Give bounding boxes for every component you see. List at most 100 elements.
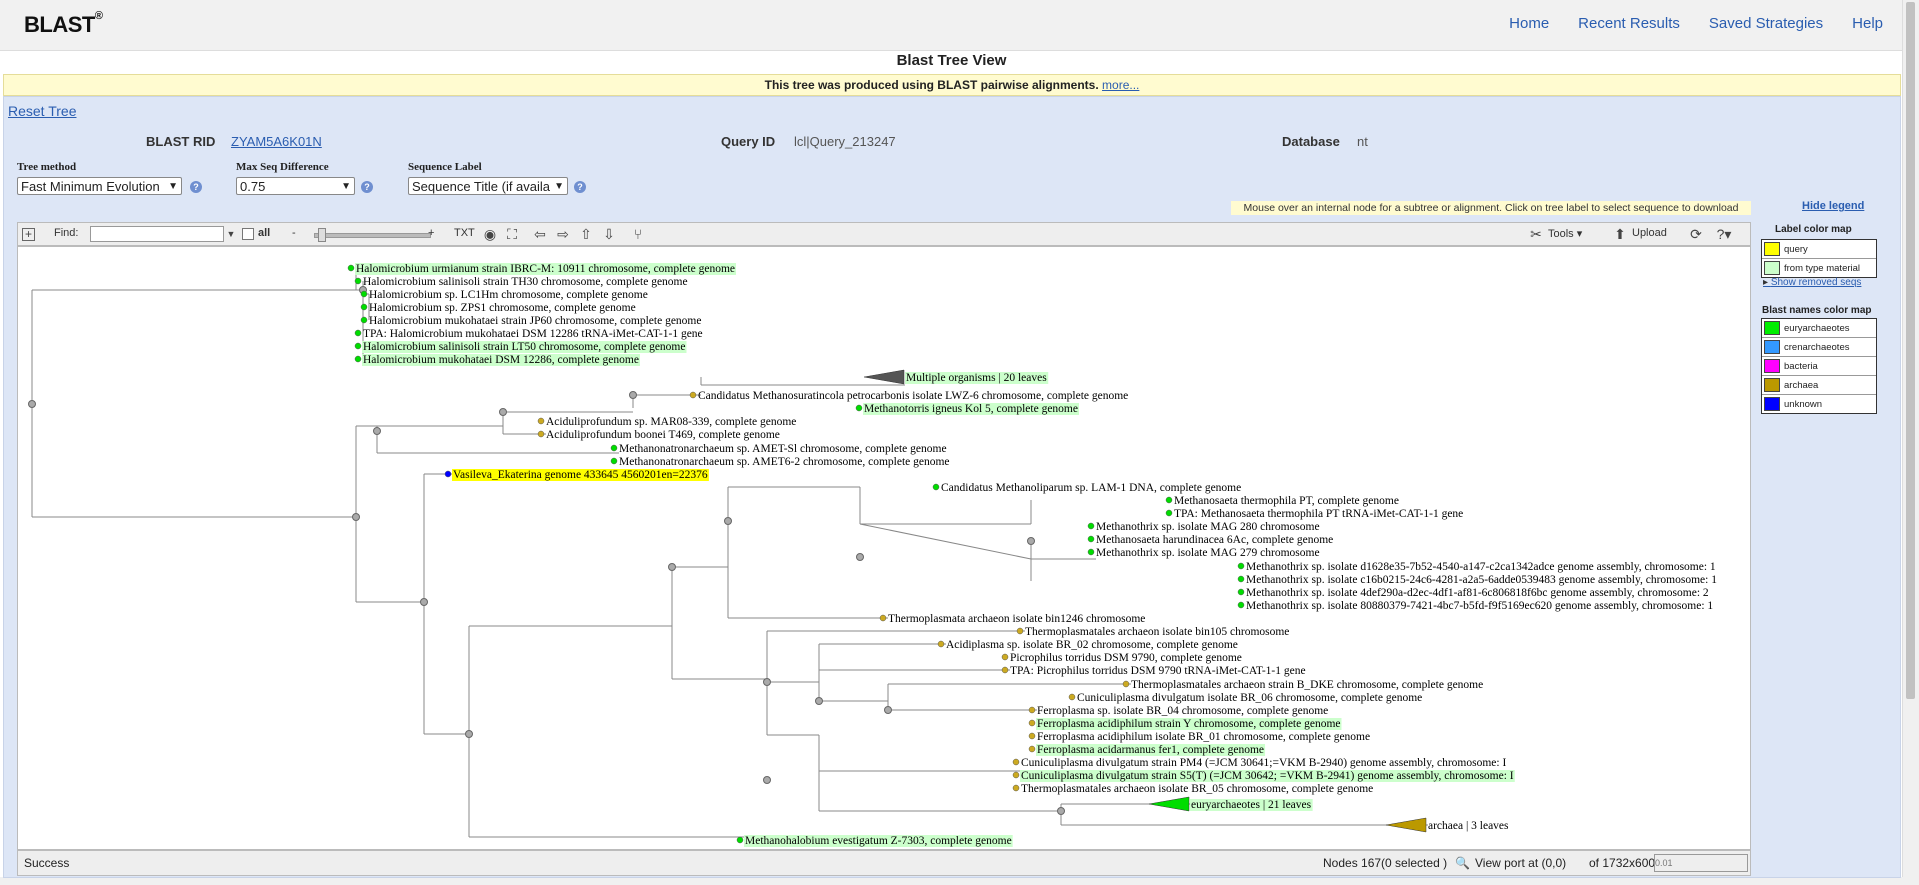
page-horizontal-scrollbar[interactable] [0,877,1903,885]
nav-help[interactable]: Help [1852,15,1883,32]
leaf-node[interactable] [1087,535,1095,543]
leaf-label[interactable]: Aciduliprofundum sp. MAR08-339, complete… [546,416,796,428]
refresh-icon[interactable]: ⟳ [1690,226,1702,242]
zoom-slider[interactable] [314,233,431,238]
leaf-label[interactable]: Methanothrix sp. isolate d1628e35-7b52-4… [1246,561,1716,573]
zoom-out-button[interactable]: - [292,227,296,239]
arrow-right-icon[interactable]: ⇨ [557,226,569,242]
leaf-node[interactable] [1165,509,1173,517]
leaf-node[interactable] [537,417,545,425]
rid-link[interactable]: ZYAM5A6K01N [231,134,322,149]
leaf-node[interactable] [1028,719,1036,727]
leaf-label[interactable]: Ferroplasma acidarmanus fer1, complete g… [1037,744,1264,756]
leaf-node[interactable] [1068,693,1076,701]
leaf-label[interactable]: Methanothrix sp. isolate c16b0215-24c6-4… [1246,574,1717,586]
leaf-label[interactable]: Vasileva_Ekaterina genome 433645 4560201… [453,469,708,481]
leaf-label[interactable]: Halomicrobium mukohataei DSM 12286, comp… [363,354,639,366]
leaf-node[interactable] [932,483,940,491]
reset-tree-link[interactable]: Reset Tree [8,103,77,119]
leaf-node[interactable] [354,355,362,363]
leaf-label[interactable]: Ferroplasma sp. isolate BR_04 chromosome… [1037,705,1328,717]
nav-home[interactable]: Home [1509,15,1550,32]
leaf-label[interactable]: Methanothrix sp. isolate 4def290a-d2ec-4… [1246,587,1709,599]
blast-logo[interactable]: BLAST® [24,10,103,37]
internal-node[interactable] [352,513,360,521]
show-removed-seqs-link[interactable]: ▸ Show removed seqs [1763,277,1862,288]
leaf-label[interactable]: Methanotorris igneus Kol 5, complete gen… [864,403,1078,415]
leaf-node[interactable] [610,444,618,452]
leaf-label[interactable]: Multiple organisms | 20 leaves [906,372,1047,384]
find-input[interactable] [90,226,224,242]
arrow-left-icon[interactable]: ⇦ [534,226,546,242]
leaf-label[interactable]: Candidatus Methanoliparum sp. LAM-1 DNA,… [941,482,1241,494]
leaf-node[interactable] [1087,522,1095,530]
zoom-in-button[interactable]: + [428,227,435,239]
leaf-node[interactable] [1028,706,1036,714]
leaf-label[interactable]: Cuniculiplasma divulgatum isolate BR_06 … [1077,692,1422,704]
expand-icon[interactable]: + [22,228,35,241]
leaf-label[interactable]: Thermoplasmatales archaeon isolate BR_05… [1021,783,1373,795]
page-vertical-scrollbar[interactable] [1902,0,1919,885]
leaf-node[interactable] [1016,627,1024,635]
leaf-node[interactable] [1012,784,1020,792]
leaf-node[interactable] [1001,653,1009,661]
arrow-down-icon[interactable]: ⇩ [603,226,615,242]
leaf-node[interactable] [1122,680,1130,688]
leaf-label[interactable]: Thermoplasmata archaeon isolate bin1246 … [888,613,1145,625]
leaf-label[interactable]: Methanosaeta thermophila PT, complete ge… [1174,495,1399,507]
leaf-node[interactable] [689,391,697,399]
internal-node[interactable] [499,408,507,416]
leaf-label[interactable]: Methanothrix sp. isolate MAG 279 chromos… [1096,547,1320,559]
leaf-node[interactable] [347,264,355,272]
magnifier-icon[interactable]: ◉ [483,226,497,242]
leaf-label[interactable]: Candidatus Methanosuratincola petrocarbo… [698,390,1128,402]
internal-node[interactable] [1057,807,1065,815]
collapsed-subtree-icon[interactable] [863,369,905,385]
leaf-label[interactable]: Picrophilus torridus DSM 9790, complete … [1010,652,1242,664]
leaf-node[interactable] [1001,666,1009,674]
leaf-node[interactable] [537,430,545,438]
nav-recent-results[interactable]: Recent Results [1578,15,1680,32]
upload-button[interactable]: Upload [1632,227,1667,239]
tools-icon[interactable]: ✂ [1530,226,1542,242]
help-icon[interactable]: ? [361,181,373,193]
internal-node[interactable] [1027,537,1035,545]
leaf-node[interactable] [1087,548,1095,556]
internal-node[interactable] [28,400,36,408]
scrollbar-thumb[interactable] [1906,2,1915,699]
internal-node[interactable] [668,563,676,571]
leaf-label[interactable]: Aciduliprofundum boonei T469, complete g… [546,429,780,441]
tree-layout-icon[interactable]: ⑂ [633,226,643,242]
all-checkbox[interactable] [242,228,254,240]
help-icon[interactable]: ? [190,181,202,193]
leaf-node[interactable] [444,470,452,478]
leaf-label[interactable]: Cuniculiplasma divulgatum strain S5(T) (… [1021,770,1514,782]
internal-node[interactable] [884,706,892,714]
phylogenetic-tree[interactable]: Halomicrobium urmianum strain IBRC-M: 10… [18,247,1751,850]
internal-node[interactable] [373,427,381,435]
leaf-label[interactable]: Ferroplasma acidiphilum isolate BR_01 ch… [1037,731,1370,743]
leaf-node[interactable] [1165,496,1173,504]
leaf-node[interactable] [1012,758,1020,766]
leaf-node[interactable] [937,640,945,648]
collapsed-subtree-icon[interactable] [1385,817,1427,833]
zoom-slider-handle[interactable] [318,228,326,242]
leaf-label[interactable]: Halomicrobium sp. LC1Hm chromosome, comp… [369,289,648,301]
upload-icon[interactable]: ⬆ [1614,226,1626,242]
leaf-node[interactable] [354,329,362,337]
leaf-label[interactable]: Halomicrobium salinisoli strain LT50 chr… [363,341,685,353]
internal-node[interactable] [815,697,823,705]
leaf-node[interactable] [360,290,368,298]
leaf-node[interactable] [610,457,618,465]
leaf-node[interactable] [1028,732,1036,740]
internal-node[interactable] [763,678,771,686]
internal-node[interactable] [465,730,473,738]
leaf-node[interactable] [354,342,362,350]
leaf-label[interactable]: Halomicrobium sp. ZPS1 chromosome, compl… [369,302,636,314]
leaf-label[interactable]: Thermoplasmatales archaeon isolate bin10… [1025,626,1289,638]
leaf-label[interactable]: Methanothrix sp. isolate 80880379-7421-4… [1246,600,1713,612]
fit-to-screen-icon[interactable]: ⛶ [507,226,517,242]
leaf-label[interactable]: Halomicrobium urmianum strain IBRC-M: 10… [356,263,735,275]
leaf-node[interactable] [879,614,887,622]
arrow-up-icon[interactable]: ⇧ [580,226,592,242]
